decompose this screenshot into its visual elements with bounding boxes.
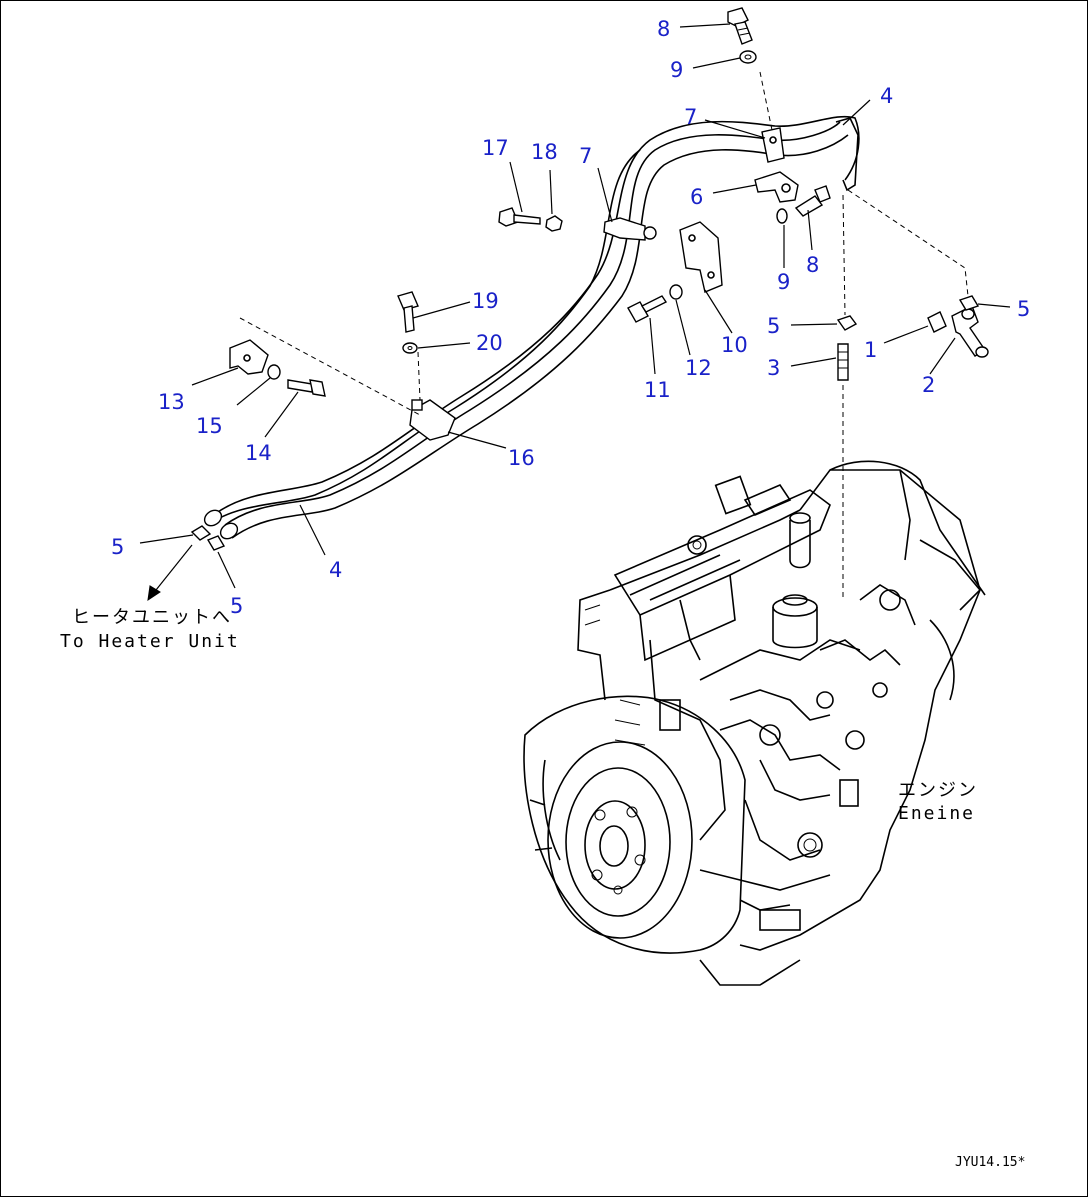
part-label: 5: [111, 535, 124, 559]
part-label: 12: [685, 356, 712, 380]
part-label: 19: [472, 289, 499, 313]
part-label: 5: [767, 314, 780, 338]
part-label: 8: [657, 17, 670, 41]
engine-drawing: [523, 460, 986, 986]
part-label: 8: [806, 253, 819, 277]
part-label: 11: [644, 378, 671, 402]
part-label: 13: [158, 390, 185, 414]
engine-note-jp: エンジン: [898, 780, 978, 801]
heater-hoses: [203, 115, 860, 540]
bolt-8-top: [727, 7, 753, 45]
heater-unit-note: ヒータユニットへ To Heater Unit: [60, 607, 240, 652]
dashed-guides: [239, 71, 969, 600]
part-label: 6: [690, 185, 703, 209]
part-label: 4: [329, 558, 342, 582]
part-label: 16: [508, 446, 535, 470]
part-label: 10: [721, 333, 748, 357]
hardware-parts: [190, 7, 989, 551]
figure-code: JYU14.15*: [955, 1155, 1025, 1170]
part-label: 7: [579, 144, 592, 168]
part-label: 9: [670, 58, 683, 82]
part-number-labels: 8 9 4 7 17 18 7 6 9 8 5 5 1 2 3 19 20 10…: [111, 17, 1030, 618]
part-label: 15: [196, 414, 223, 438]
leader-lines: [139, 23, 1011, 602]
part-label: 1: [864, 338, 877, 362]
part-label: 5: [1017, 297, 1030, 321]
part-label: 18: [531, 140, 558, 164]
part-label: 5: [230, 594, 243, 618]
part-label: 14: [245, 441, 272, 465]
part-label: 4: [880, 84, 893, 108]
part-label: 9: [777, 270, 790, 294]
engine-note: エンジン Eneine: [898, 780, 978, 824]
part-label: 20: [476, 331, 503, 355]
part-label: 2: [922, 373, 935, 397]
part-label: 17: [482, 136, 509, 160]
part-label: 7: [684, 105, 697, 129]
engine-note-en: Eneine: [898, 803, 975, 824]
heater-unit-note-jp: ヒータユニットへ: [72, 607, 232, 628]
part-label: 3: [767, 356, 780, 380]
heater-unit-note-en: To Heater Unit: [60, 631, 240, 652]
